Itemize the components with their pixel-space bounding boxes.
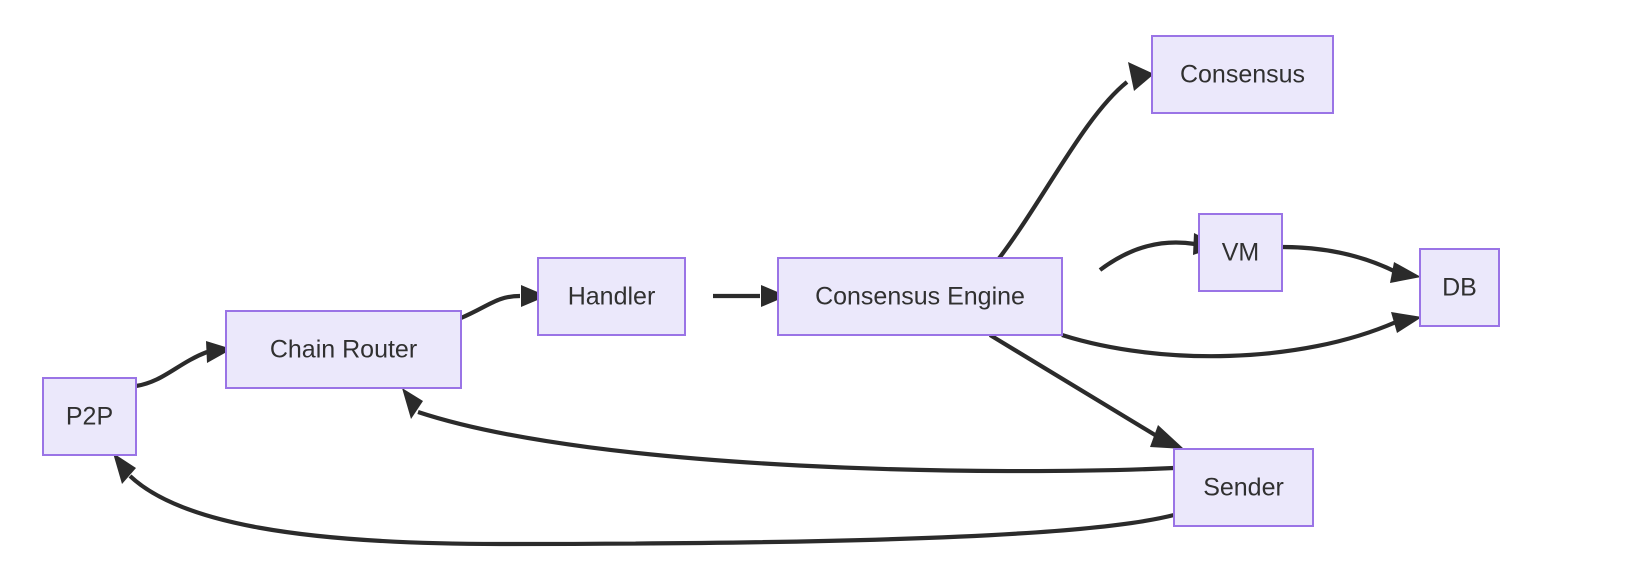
edge-sender-to-p2p [113, 453, 1175, 547]
arrowhead-icon [1128, 62, 1154, 91]
edge-path [988, 333, 1162, 440]
edge-path [135, 350, 208, 389]
node-handler[interactable]: Handler [537, 257, 686, 336]
edge-consensus-engine-to-consensus [988, 62, 1154, 272]
arrowhead-icon [521, 285, 547, 307]
node-sender[interactable]: Sender [1173, 448, 1314, 527]
arrowhead-icon [761, 285, 787, 307]
node-db[interactable]: DB [1419, 248, 1500, 327]
node-consensus-label: Consensus [1180, 61, 1305, 89]
arrowhead-icon [402, 388, 423, 419]
arrowhead-icon [1150, 425, 1184, 449]
edge-path [1061, 320, 1397, 359]
node-chain-router[interactable]: Chain Router [225, 310, 462, 389]
edge-sender-to-chain-router [402, 388, 1175, 474]
edge-path [460, 293, 521, 320]
node-vm-label: VM [1222, 239, 1260, 267]
arrowhead-icon [206, 341, 232, 363]
edge-path [128, 474, 1175, 547]
node-db-box[interactable] [1419, 248, 1500, 327]
node-sender-label: Sender [1203, 474, 1284, 502]
edge-consensus-engine-to-db [1061, 312, 1422, 359]
arrowhead-icon [1391, 312, 1422, 333]
edge-chain-router-to-handler [460, 285, 547, 320]
node-vm[interactable]: VM [1198, 213, 1283, 292]
node-p2p-box[interactable] [42, 377, 137, 456]
node-consensus[interactable]: Consensus [1151, 35, 1334, 114]
node-handler-label: Handler [568, 283, 656, 311]
edge-path [1281, 244, 1397, 274]
node-p2p[interactable]: P2P [42, 377, 137, 456]
arrowhead-icon [113, 453, 136, 484]
nodes-layer: P2P Chain Router Handler Consensus Engin… [42, 35, 1500, 527]
node-consensus-engine-box[interactable] [777, 257, 1063, 336]
node-sender-box[interactable] [1173, 448, 1314, 527]
node-consensus-engine-label: Consensus Engine [815, 283, 1025, 311]
node-p2p-label: P2P [66, 403, 113, 431]
arrowhead-icon [1390, 262, 1421, 283]
edge-handler-to-consensus-engine [713, 285, 787, 307]
node-handler-box[interactable] [537, 257, 686, 336]
node-consensus-engine[interactable]: Consensus Engine [777, 257, 1063, 336]
edge-path [1098, 240, 1196, 272]
node-db-label: DB [1442, 274, 1477, 302]
edges-layer [113, 62, 1422, 547]
edge-vm-to-db [1281, 244, 1421, 283]
node-consensus-box[interactable] [1151, 35, 1334, 114]
node-vm-box[interactable] [1198, 213, 1283, 292]
edge-path [988, 80, 1129, 272]
node-chain-router-label: Chain Router [270, 336, 417, 364]
edge-consensus-engine-to-sender [988, 333, 1184, 449]
edge-path [417, 410, 1175, 474]
node-chain-router-box[interactable] [225, 310, 462, 389]
edge-p2p-to-chain-router [135, 341, 232, 389]
